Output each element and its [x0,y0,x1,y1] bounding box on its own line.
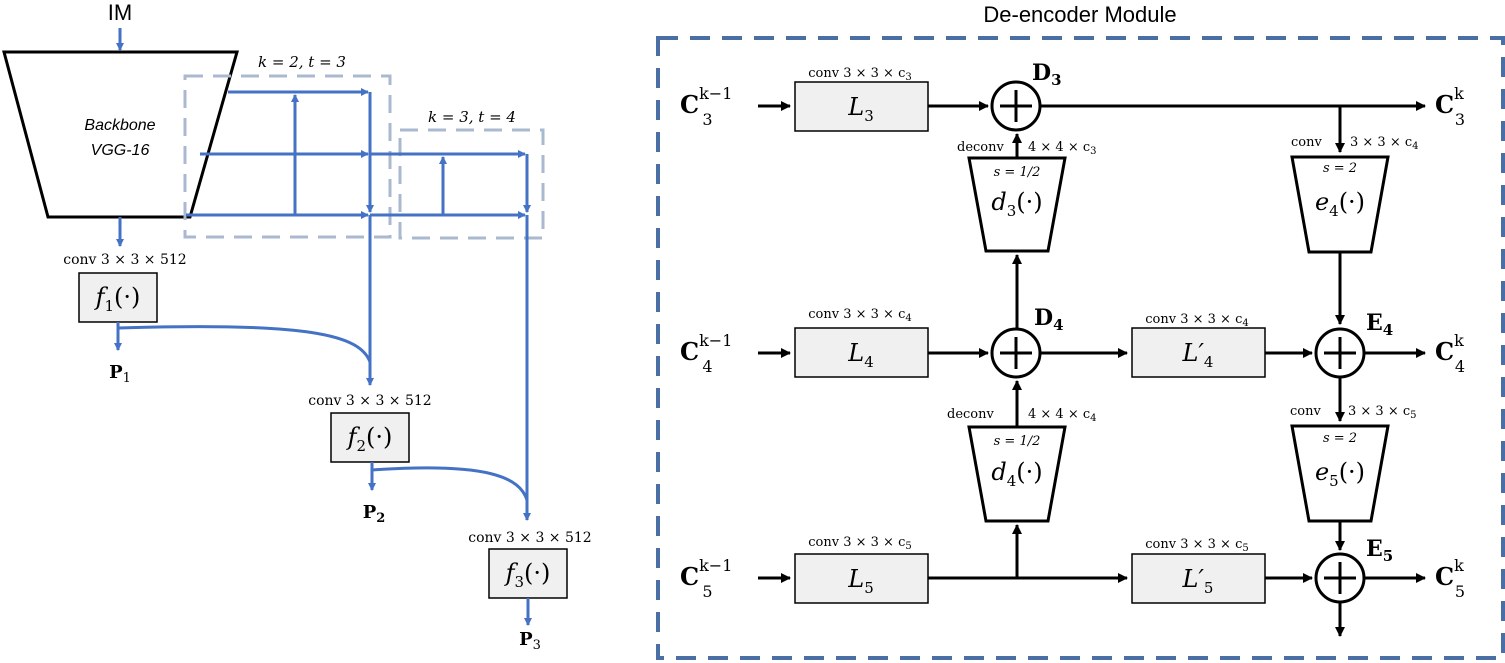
conv-c3-label: conv 3 × 3 × c3 [808,66,911,83]
Lp5-text: L′5 [1182,565,1214,597]
deconv-d4-kernel: 4 × 4 × c4 [1028,407,1097,424]
Lp4-text: L′4 [1182,339,1214,371]
e5-text: e5(·) [1315,458,1365,490]
f1-curve [117,325,372,363]
left-diagram: IM Backbone VGG-16 k = 2, t = 3 k = 3, t… [2,0,592,653]
conv3-label: conv 3 × 3 × 512 [468,530,591,546]
conv-lp5-label: conv 3 × 3 × c5 [1145,537,1248,554]
backbone-line2: VGG-16 [91,142,150,159]
E4-sum [1314,327,1366,379]
d3-trapezoid [967,156,1067,253]
Lp5-box [1131,553,1266,604]
Lp4-box [1131,327,1266,378]
group2-label: k = 3, t = 4 [428,108,516,126]
group1-label: k = 2, t = 3 [258,53,346,71]
f1-box [78,272,158,323]
deconv-d3-kernel: 4 × 4 × c3 [1028,140,1097,157]
D4-sum [990,327,1042,379]
e5-trapezoid [1290,424,1390,523]
conv-c4-label: conv 3 × 3 × c4 [808,307,911,324]
e5-stride: s = 2 [1323,431,1357,446]
conv-c5-label: conv 3 × 3 × c5 [808,535,911,552]
backbone-trapezoid [2,50,239,219]
d4-text: d4(·) [991,458,1042,490]
f2-box [330,412,410,463]
L5-text: L5 [847,565,873,597]
d4-stride: s = 1/2 [994,434,1041,449]
f1-text: f1(·) [94,283,141,315]
conv-lp4-label: conv 3 × 3 × c4 [1145,312,1248,329]
L4-box [794,327,929,378]
group2-flows [370,150,531,219]
D3-label: D3 [1032,60,1062,89]
conv-e4-kernel: 3 × 3 × c4 [1350,135,1419,152]
conv2-label: conv 3 × 3 × 512 [308,393,431,409]
L5-box [794,553,929,604]
module-title: De-encoder Module [983,2,1176,27]
p3-label: P3 [519,629,541,653]
D3-sum [990,80,1042,132]
module-border [656,36,1505,660]
f3-text: f3(·) [504,559,551,591]
group1-box [183,74,392,239]
backbone-line1: Backbone [84,117,155,134]
L3-text: L3 [847,93,873,125]
e4-stride: s = 2 [1323,161,1357,176]
conv-e5-label: conv [1290,404,1321,419]
conv-e4-label: conv [1291,135,1322,150]
f2-text: f2(·) [346,423,393,455]
p2-label: P2 [363,502,386,526]
conv-e5-kernel: 3 × 3 × c5 [1348,404,1417,421]
input-label: IM [108,0,132,25]
E5-label: E5 [1366,536,1393,565]
deconv-d4-label: deconv [947,407,994,422]
E5-sum [1314,552,1366,604]
d4-trapezoid [967,425,1067,523]
p1-label: P1 [109,362,131,386]
d3-stride: s = 1/2 [994,165,1041,180]
deconv-d3-label: deconv [957,140,1004,155]
E4-label: E4 [1366,310,1393,339]
L3-box [794,81,929,132]
d3-text: d3(·) [991,188,1042,220]
conv1-label: conv 3 × 3 × 512 [63,252,186,268]
f3-box [488,548,568,599]
e4-trapezoid [1290,155,1390,254]
e4-text: e4(·) [1315,188,1365,220]
group2-box [398,128,545,240]
f2-curve [371,466,529,501]
D4-label: D4 [1034,305,1064,334]
group1-flows [186,88,374,219]
L4-text: L4 [847,339,873,371]
